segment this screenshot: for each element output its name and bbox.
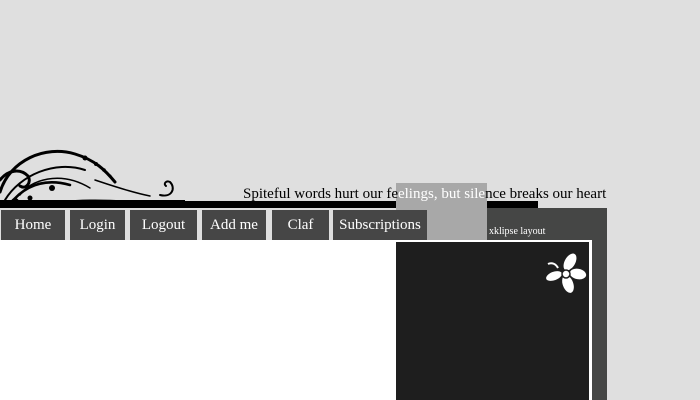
tagline-part-1: Spiteful words hurt our fe <box>243 186 398 202</box>
nav-claf[interactable]: Claf <box>272 210 329 240</box>
tagline: Spiteful words hurt our feelings, but si… <box>243 184 623 204</box>
nav-logout[interactable]: Logout <box>130 210 197 240</box>
main-content-area <box>0 240 396 400</box>
header-bar <box>0 201 538 208</box>
nav-subscriptions[interactable]: Subscriptions <box>333 210 427 240</box>
nav-login[interactable]: Login <box>70 210 125 240</box>
swirl-ornament-icon <box>0 149 185 208</box>
nav-home[interactable]: Home <box>1 210 65 240</box>
sidebar-panel <box>396 240 592 400</box>
flower-icon <box>544 252 588 295</box>
nav-add-me[interactable]: Add me <box>202 210 266 240</box>
tagline-part-2: elings, but sile <box>397 186 486 202</box>
layout-credit[interactable]: xklipse layout <box>489 226 546 237</box>
tagline-part-3: nce breaks our heart <box>485 186 607 202</box>
